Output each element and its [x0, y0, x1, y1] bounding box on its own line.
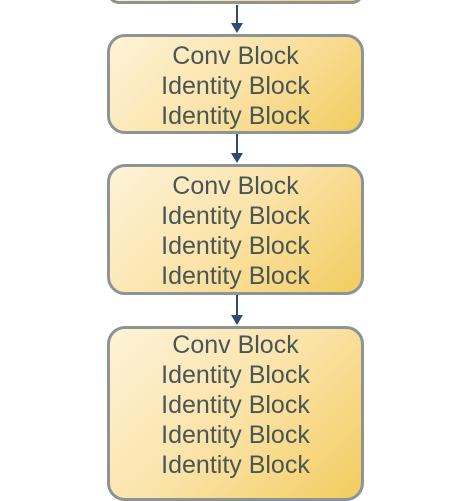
block-line: Identity Block	[161, 262, 310, 290]
block-line: Identity Block	[161, 391, 310, 419]
arrow-down-icon	[229, 134, 245, 164]
stage-block-3: Conv Block Identity Block Identity Block…	[107, 326, 364, 501]
block-line: Identity Block	[161, 102, 310, 130]
block-line: Conv Block	[172, 172, 299, 200]
block-line: Identity Block	[161, 232, 310, 260]
block-line: Identity Block	[161, 451, 310, 479]
arrow-down-icon	[229, 5, 245, 34]
stage-block-1: Conv Block Identity Block Identity Block	[107, 34, 364, 134]
block-line: Identity Block	[161, 202, 310, 230]
block-line: Identity Block	[161, 361, 310, 389]
arrow-down-icon	[229, 295, 245, 326]
block-line: Conv Block	[172, 42, 299, 70]
stage-block-2: Conv Block Identity Block Identity Block…	[107, 164, 364, 295]
block-line: Identity Block	[161, 72, 310, 100]
block-line: Identity Block	[161, 421, 310, 449]
block-line: Conv Block	[172, 331, 299, 359]
stage-block-top	[107, 0, 364, 4]
